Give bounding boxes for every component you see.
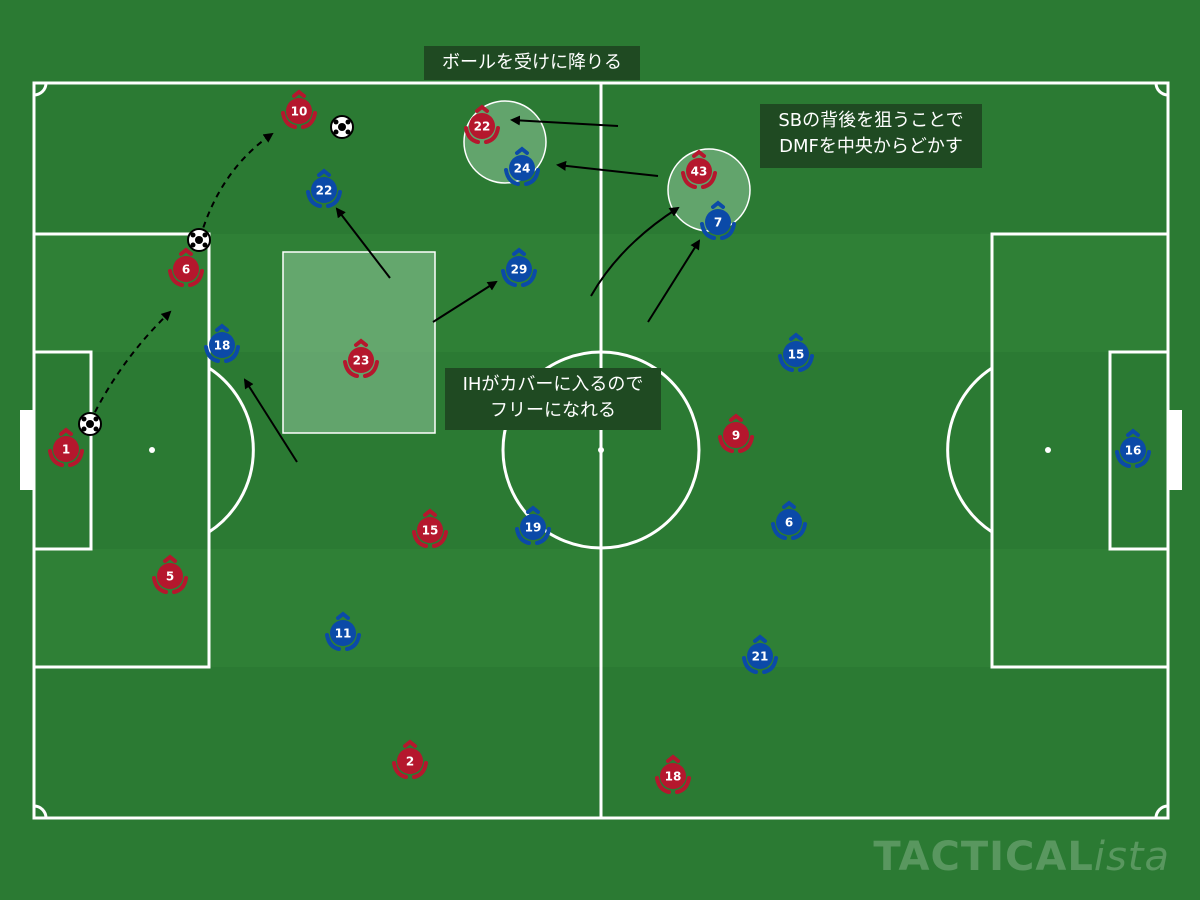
player-number: 29 [511, 263, 528, 277]
movement-arrow [590, 206, 680, 297]
player-number: 16 [1125, 444, 1142, 458]
player-number: 24 [514, 162, 531, 176]
player-number: 10 [291, 105, 308, 119]
corner-arc [1154, 82, 1169, 97]
player-number: 1 [62, 443, 70, 457]
left-goal [20, 410, 34, 490]
home-player-43: 43 [681, 149, 717, 189]
away-player-11: 11 [325, 611, 361, 651]
callout-text: ボールを受けに降りる [442, 52, 622, 73]
center-spot [598, 447, 604, 453]
ball-path-arrow [89, 310, 172, 423]
home-player-2: 2 [392, 739, 428, 779]
away-player-29: 29 [501, 247, 537, 287]
callout-text: IHがカバーに入るので [462, 374, 644, 395]
player-number: 9 [732, 429, 740, 443]
movement-arrows [243, 115, 701, 463]
center-circle [501, 350, 701, 550]
away-player-18: 18 [204, 323, 240, 363]
player-number: 18 [665, 770, 682, 784]
home-player-1: 1 [48, 427, 84, 467]
callout-text: フリーになれる [490, 400, 616, 421]
player-number: 6 [785, 516, 793, 530]
player-number: 2 [406, 755, 414, 769]
home-player-15: 15 [412, 508, 448, 548]
ball-icon [187, 228, 211, 252]
callout-text: SBの背後を狙うことで [778, 110, 964, 131]
right-goal [1168, 410, 1182, 490]
away-player-24: 24 [504, 146, 540, 186]
away-player-6: 6 [771, 500, 807, 540]
player-number: 7 [714, 216, 722, 230]
watermark-brand: TACTICAL [873, 834, 1094, 880]
away-player-19: 19 [515, 505, 551, 545]
away-player-22: 22 [306, 168, 342, 208]
player-number: 5 [166, 570, 174, 584]
away-player-15: 15 [778, 332, 814, 372]
callout-sb-run: SBの背後を狙うことで DMFを中央からどかす [760, 104, 982, 168]
callout-ih-cover: IHがカバーに入るので フリーになれる [445, 368, 661, 430]
player-number: 22 [316, 184, 333, 198]
player-number: 15 [788, 348, 805, 362]
away-player-16: 16 [1115, 428, 1151, 468]
home-player-10: 10 [281, 89, 317, 129]
movement-arrow [335, 207, 391, 279]
home-player-5: 5 [152, 554, 188, 594]
home-player-9: 9 [718, 413, 754, 453]
callout-drop-to-receive: ボールを受けに降りる [424, 46, 640, 80]
home-player-22: 22 [464, 104, 500, 144]
watermark-suffix: ista [1093, 834, 1170, 880]
movement-arrow [243, 378, 298, 463]
corner-arc [33, 804, 48, 819]
corner-arc [1154, 804, 1169, 819]
callout-text: DMFを中央からどかす [779, 136, 963, 157]
left-penalty-arc [208, 366, 255, 534]
player-number: 23 [353, 354, 370, 368]
player-number: 6 [182, 263, 190, 277]
player-number: 11 [335, 627, 352, 641]
player-number: 19 [525, 521, 542, 535]
player-number: 18 [214, 339, 231, 353]
player-number: 21 [752, 650, 769, 664]
player-number: 22 [474, 120, 491, 134]
movement-arrow [556, 160, 659, 177]
right-penalty-spot [1045, 447, 1051, 453]
right-penalty-arc [946, 366, 993, 534]
movement-arrow [510, 115, 619, 127]
brand-watermark: TACTICALista [873, 834, 1170, 880]
player-number: 15 [422, 524, 439, 538]
home-player-18: 18 [655, 754, 691, 794]
corner-arc [33, 82, 48, 97]
away-player-7: 7 [700, 200, 736, 240]
home-player-6: 6 [168, 247, 204, 287]
ball-icon [78, 412, 102, 436]
left-penalty-spot [149, 447, 155, 453]
home-player-23: 23 [343, 338, 379, 378]
ball-icon [330, 115, 354, 139]
away-player-21: 21 [742, 634, 778, 674]
player-number: 43 [691, 165, 708, 179]
movement-arrow [647, 239, 701, 323]
ball-path-arrow [199, 132, 274, 239]
movement-arrow [432, 280, 498, 323]
